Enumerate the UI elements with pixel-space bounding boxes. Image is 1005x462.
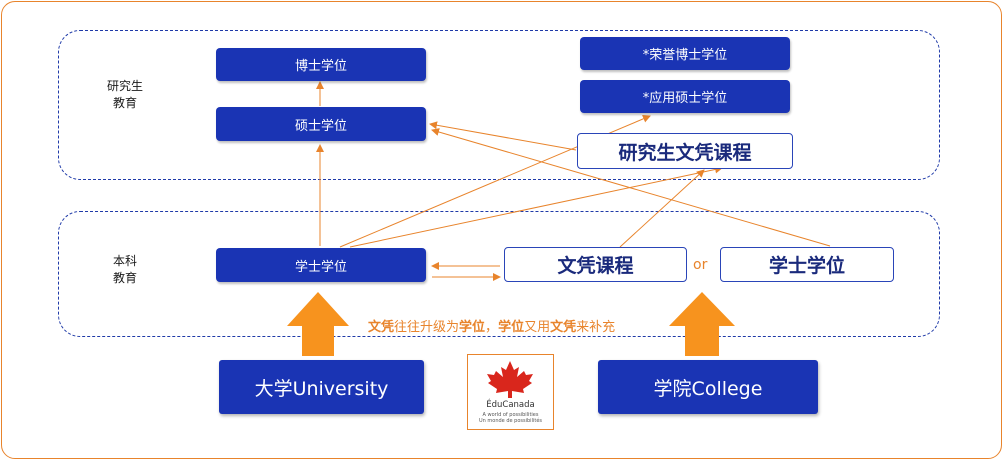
college-bachelor-box: 学士学位: [720, 247, 894, 282]
college-label: 学院College: [653, 377, 763, 400]
note-part-3: 学位: [459, 320, 486, 335]
undergrad-label-line2: 教育: [112, 271, 137, 285]
undergrad-section-label: 本科 教育: [100, 253, 150, 287]
graduate-label-line2: 教育: [112, 96, 137, 110]
applied-masters-box: *应用硕士学位: [580, 80, 790, 113]
logo-tagline-en: A world of possibilities: [482, 412, 539, 418]
logo-name: ÉduCanada: [486, 400, 535, 410]
phd-label: 博士学位: [294, 59, 347, 74]
note-part-2: 往往升级为: [394, 320, 460, 335]
bachelor-box: 学士学位: [216, 248, 426, 282]
note-part-8: 来补充: [576, 320, 616, 335]
college-box: 学院College: [598, 360, 818, 414]
college-bachelor-label: 学士学位: [768, 255, 845, 277]
undergrad-label-line1: 本科: [112, 254, 137, 268]
masters-box: 硕士学位: [216, 107, 426, 141]
maple-leaf-icon: [487, 361, 533, 398]
note-part-4: ，: [485, 320, 499, 335]
or-text: or: [693, 257, 708, 273]
note-part-5: 学位: [498, 320, 525, 335]
graduate-section-label: 研究生 教育: [100, 78, 150, 112]
university-up-arrow: [287, 292, 349, 356]
undergrad-section: [58, 211, 940, 337]
diploma-box: 文凭课程: [504, 247, 687, 282]
phd-box: 博士学位: [216, 48, 426, 81]
university-box: 大学University: [219, 360, 424, 414]
university-label: 大学University: [254, 377, 389, 400]
educanada-logo: ÉduCanada A world of possibilities Un mo…: [467, 354, 554, 430]
logo-tagline-fr: Un monde de possibilités: [478, 418, 542, 424]
grad-diploma-box: 研究生文凭课程: [577, 133, 793, 169]
applied-masters-label: *应用硕士学位: [642, 91, 728, 106]
masters-label: 硕士学位: [294, 118, 347, 134]
grad-diploma-label: 研究生文凭课程: [618, 141, 752, 164]
graduate-label-line1: 研究生: [106, 79, 143, 93]
note-part-1: 文凭: [368, 320, 395, 335]
bachelor-label: 学士学位: [294, 259, 347, 275]
note-part-7: 文凭: [550, 320, 577, 335]
honorary-phd-label: *荣誉博士学位: [642, 48, 728, 63]
pathway-note: 文凭往往升级为学位，学位又用文凭来补充: [368, 316, 615, 335]
diploma-label: 文凭课程: [557, 255, 634, 277]
college-up-arrow: [669, 292, 735, 356]
honorary-phd-box: *荣誉博士学位: [580, 37, 790, 70]
note-part-6: 又用: [524, 320, 551, 335]
